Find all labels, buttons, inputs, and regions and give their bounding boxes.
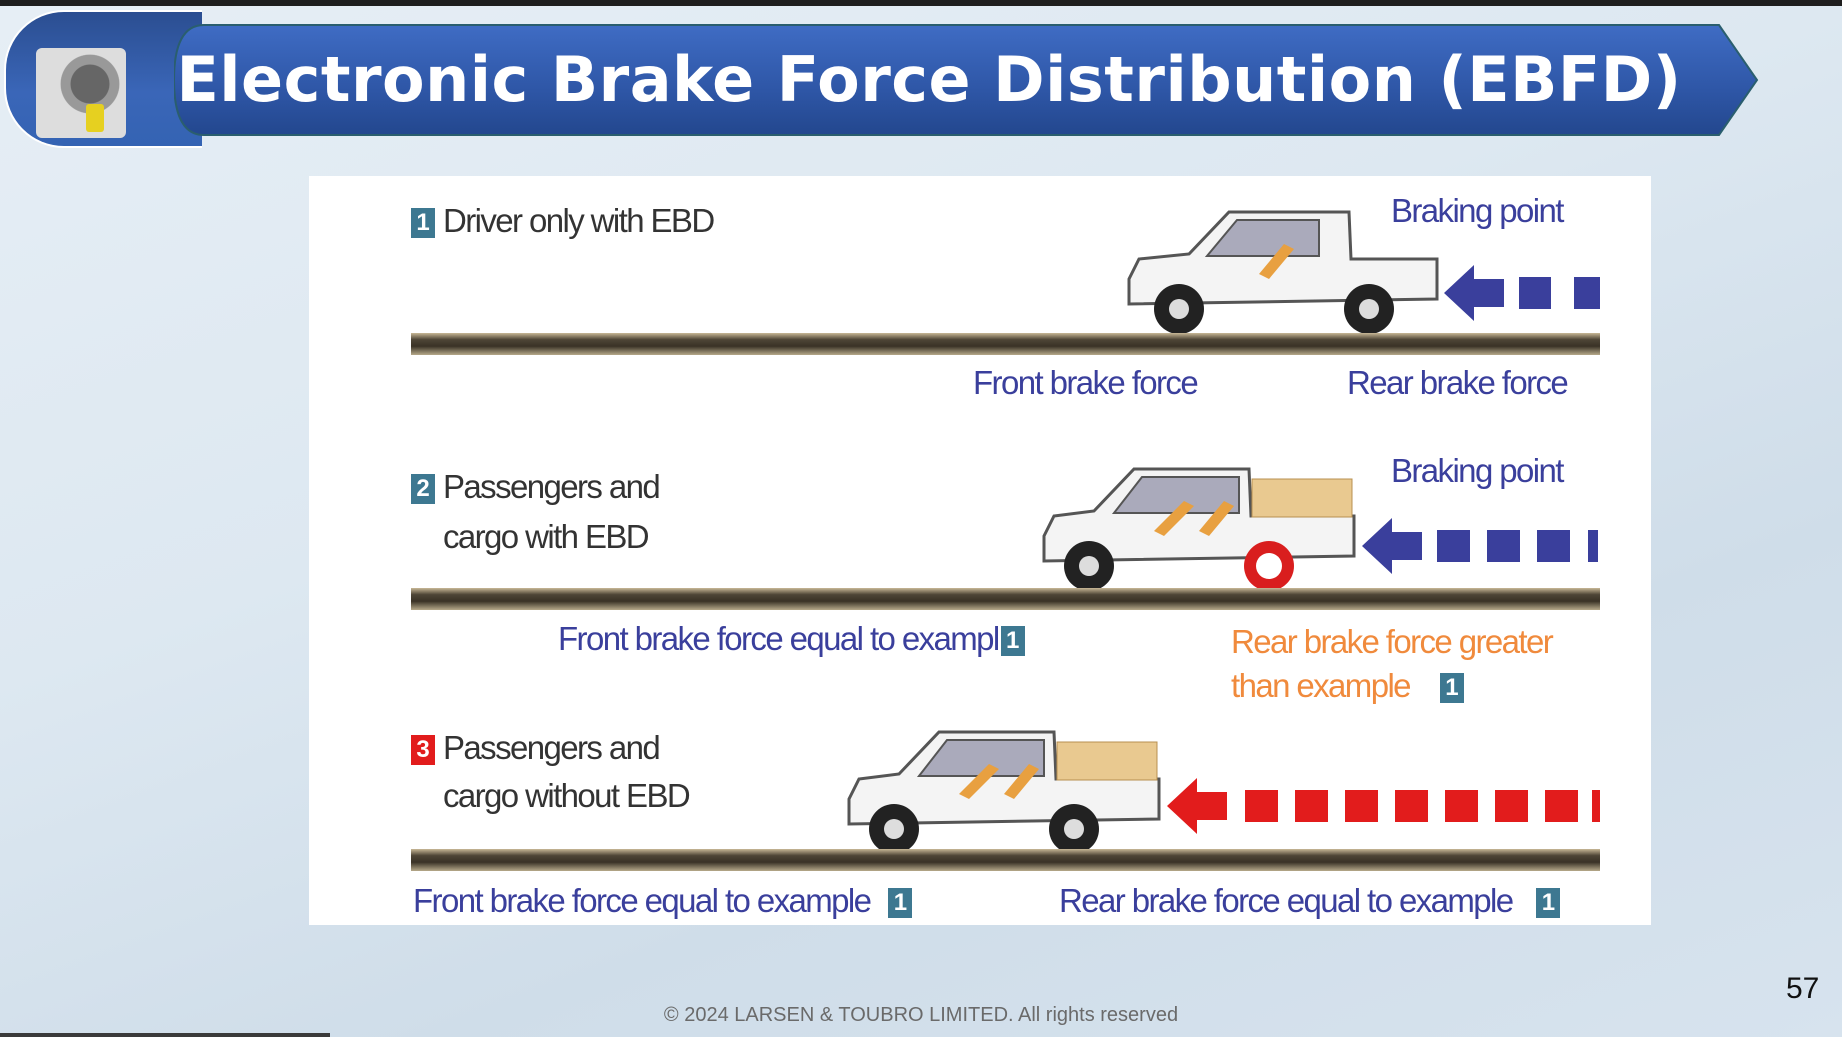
row-2-front-label-text: Front brake force equal to exampl <box>558 620 1000 657</box>
row-2-label: 2 Passengers and cargo with EBD <box>411 462 661 562</box>
caliper-icon <box>86 104 104 132</box>
row-2-number-badge: 2 <box>411 474 435 505</box>
row-1-rear-label: Rear brake force <box>1347 364 1569 401</box>
rear-brake-force-arrow-small <box>1444 263 1604 328</box>
road-1 <box>411 333 1600 355</box>
row-1-label-text: Driver only with EBD <box>443 202 715 239</box>
row-3-rear-label: Rear brake force equal to example 1 <box>1059 882 1568 920</box>
row-3-front-label: Front brake force equal to example 1 <box>413 882 920 920</box>
row-2-rear-label: Rear brake force greater than example 1 <box>1231 620 1554 708</box>
row-3-front-ref-badge: 1 <box>888 888 913 919</box>
title-banner <box>174 23 1759 137</box>
row-3-label: 3 Passengers and cargo without EBD <box>411 724 691 820</box>
truck-with-cargo-no-ebd <box>839 724 1169 864</box>
row-2-rear-label-line-1: Rear brake force greater <box>1231 623 1554 660</box>
copyright-footer: © 2024 LARSEN & TOUBRO LIMITED. All righ… <box>663 1004 1179 1026</box>
rear-brake-force-arrow-medium <box>1362 516 1602 581</box>
road-3 <box>411 849 1600 871</box>
ebd-diagram: 1 Driver only with EBD Braking point Fron… <box>309 176 1651 925</box>
row-2-label-line-2: cargo with EBD <box>443 518 650 555</box>
road-2 <box>411 588 1600 610</box>
progress-line <box>0 1033 330 1037</box>
truck-driver-only <box>1119 204 1439 344</box>
logo-block <box>4 10 202 148</box>
wheel-brake-assembly-icon <box>36 48 126 138</box>
row-1-number-badge: 1 <box>411 208 435 239</box>
row-3-rear-label-text: Rear brake force equal to example <box>1059 882 1514 919</box>
rear-brake-force-arrow-large <box>1167 776 1602 841</box>
page-number: 57 <box>1786 972 1820 1005</box>
row-3-number-badge: 3 <box>411 735 435 766</box>
row-2-braking-point: Braking point <box>1391 452 1564 489</box>
row-3-rear-ref-badge: 1 <box>1536 888 1561 919</box>
row-3-label-line-1: Passengers and <box>443 729 661 766</box>
truck-with-cargo-ebd <box>1034 461 1364 601</box>
row-1-braking-point: Braking point <box>1391 192 1564 229</box>
row-2-rear-label-line-2: than example <box>1231 667 1412 704</box>
top-bar <box>0 0 1842 6</box>
row-2-rear-ref-badge: 1 <box>1439 673 1464 704</box>
row-1-front-label: Front brake force <box>973 364 1199 401</box>
page-title: Electronic Brake Force Distribution (EBF… <box>176 43 1682 116</box>
row-3-label-line-2: cargo without EBD <box>443 777 691 814</box>
row-3-front-label-text: Front brake force equal to example <box>413 882 872 919</box>
row-1-label: 1 Driver only with EBD <box>411 202 715 240</box>
row-2-label-line-1: Passengers and <box>443 468 661 505</box>
row-2-front-ref-badge: 1 <box>1000 626 1025 657</box>
